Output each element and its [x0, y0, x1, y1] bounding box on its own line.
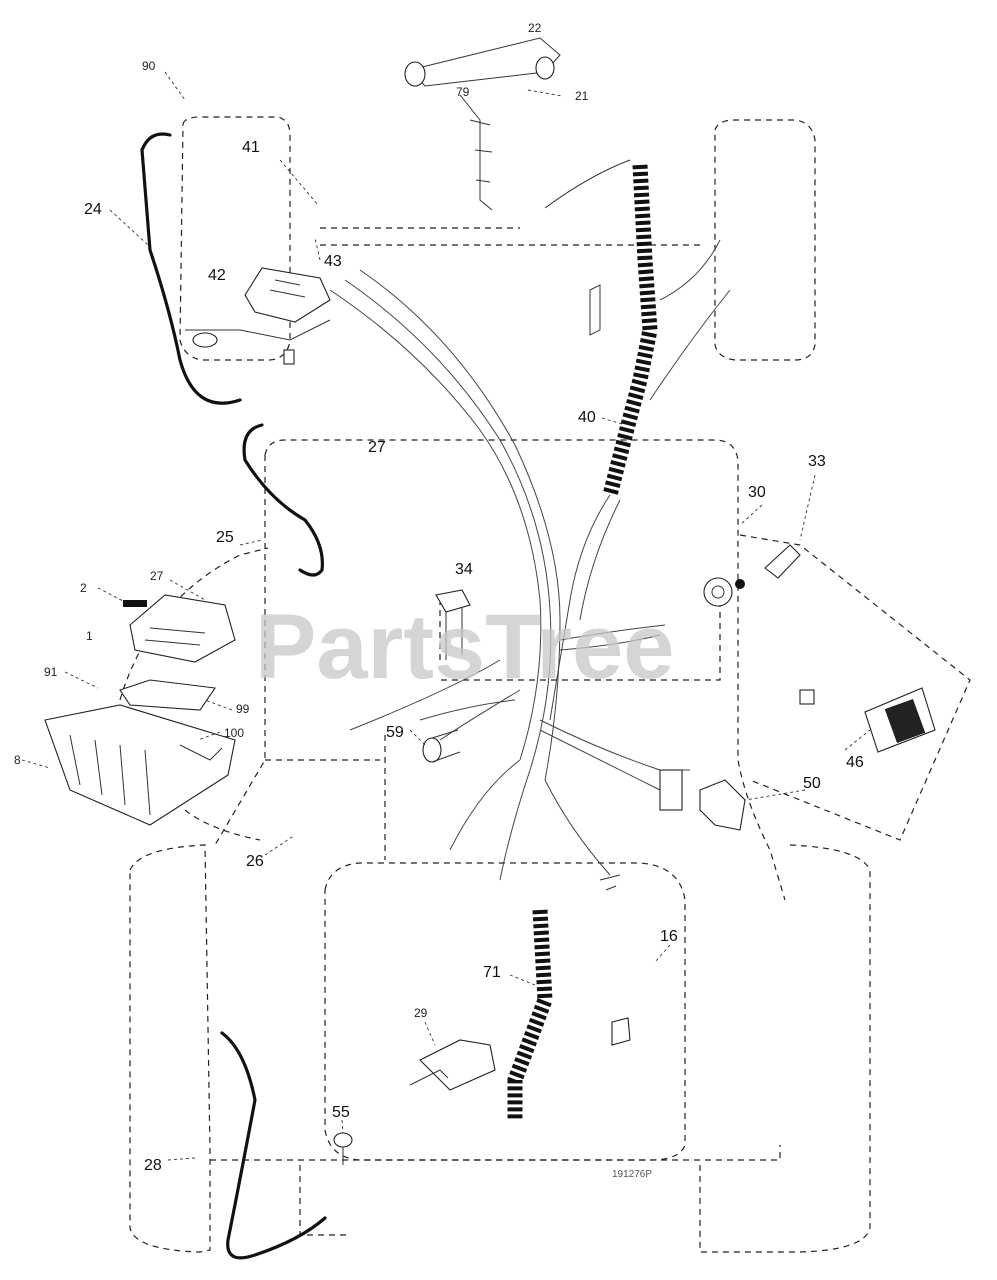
callout-43: 43 [324, 253, 342, 270]
callout-27-harness: 27 [368, 439, 386, 456]
callout-40: 40 [578, 409, 596, 426]
part-2-terminal [123, 600, 147, 607]
part-33-key [764, 544, 801, 579]
part-1-battery [129, 594, 236, 663]
callout-46: 46 [846, 754, 864, 771]
tractor-outline [119, 116, 971, 1253]
callout-90: 90 [142, 59, 156, 73]
callout-27-battery: 27 [150, 569, 164, 583]
callout-30: 30 [748, 484, 766, 501]
callout-55: 55 [332, 1104, 350, 1121]
callout-21: 21 [575, 89, 589, 103]
part-16-tie [589, 284, 631, 1046]
wire-25 [242, 423, 324, 577]
battery-assembly [44, 594, 236, 826]
corrugated-loom-71 [507, 909, 553, 1120]
callout-8: 8 [14, 753, 21, 767]
callout-2: 2 [80, 581, 87, 595]
callout-26: 26 [246, 853, 264, 870]
leader-lines [21, 71, 871, 1161]
callout-50: 50 [803, 775, 821, 792]
callout-100: 100 [224, 726, 244, 740]
callout-16: 16 [660, 928, 678, 945]
part-46-module [799, 687, 936, 753]
main-harness [329, 239, 731, 881]
callout-1: 1 [86, 629, 93, 643]
part-55-clip [333, 1132, 353, 1165]
callout-25: 25 [216, 529, 234, 546]
callout-24: 24 [84, 201, 102, 218]
drawing-code: 191276P [612, 1169, 652, 1180]
callout-59: 59 [386, 724, 404, 741]
part-59-connector [422, 729, 461, 763]
callout-91: 91 [44, 665, 58, 679]
callout-99: 99 [236, 702, 250, 716]
wire-24 [140, 132, 242, 405]
callout-22: 22 [528, 21, 542, 35]
callout-42: 42 [208, 267, 226, 284]
steering-assembly [404, 37, 563, 211]
callout-28: 28 [144, 1157, 162, 1174]
watermark: PartsTree [255, 596, 674, 698]
callout-34: 34 [455, 561, 473, 578]
part-42-switch [185, 267, 331, 365]
callout-29: 29 [414, 1006, 428, 1020]
corrugated-loom-40 [602, 164, 658, 497]
callout-33: 33 [808, 453, 826, 470]
callout-41: 41 [242, 139, 260, 156]
callout-labels: 90 22 79 21 41 24 42 43 40 27 33 30 25 2… [14, 21, 864, 1180]
part-30-ignition [703, 577, 745, 607]
part-50-switch [659, 769, 746, 831]
callout-79: 79 [456, 85, 470, 99]
wire-28 [220, 1031, 327, 1260]
part-8-battery-tray [44, 704, 236, 826]
part-29-switch [409, 1039, 496, 1091]
callout-71: 71 [483, 964, 501, 981]
part-34-connector [435, 589, 471, 660]
